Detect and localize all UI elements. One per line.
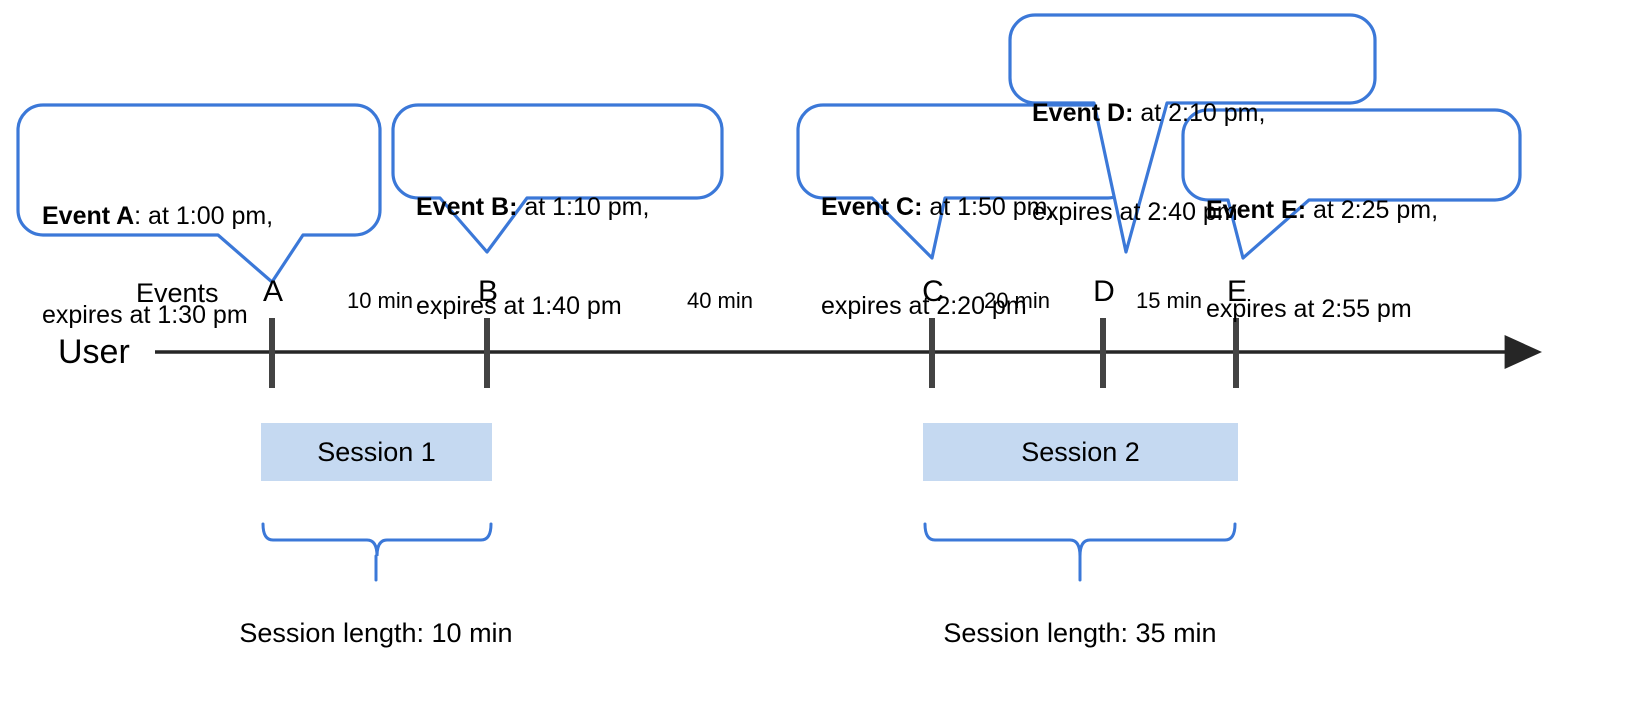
session-label-1: Session 1 xyxy=(317,437,436,467)
callout-a-bold: Event A xyxy=(42,202,135,230)
callout-d-line2: expires at 2:40 pm xyxy=(1032,198,1238,226)
callout-event-e[interactable] xyxy=(1181,108,1522,260)
session-length-1: Session length: 10 min xyxy=(239,618,513,648)
callout-d-line1: at 2:10 pm, xyxy=(1133,99,1266,127)
callout-b-shape xyxy=(391,103,724,254)
session-length-2: Session length: 35 min xyxy=(943,618,1217,648)
tick-label-d: D xyxy=(1093,275,1115,308)
callout-e-bold: Event E: xyxy=(1206,196,1307,224)
callout-e-line1: at 2:25 pm, xyxy=(1306,196,1439,224)
callout-a-line1: at 1:00 pm, xyxy=(141,202,274,230)
tick-label-b: B xyxy=(477,275,498,308)
callout-b-line2: expires at 1:40 pm xyxy=(416,292,622,320)
brace-session-1 xyxy=(261,522,493,557)
brace-session-2 xyxy=(923,522,1237,557)
callout-d-shape xyxy=(1008,13,1377,254)
callout-a-sep: : xyxy=(134,202,142,230)
callout-a-text: Event A: at 1:00 pm, expires at 1:30 pm xyxy=(42,134,273,398)
callout-e-line2: expires at 2:55 pm xyxy=(1206,295,1412,323)
callout-b-bold: Event B: xyxy=(416,193,518,221)
gap-label-a-b: 10 min xyxy=(346,288,414,313)
callout-c-bold: Event C: xyxy=(821,193,923,221)
lane-label-user: User xyxy=(58,333,130,371)
callout-d-text: Event D: at 2:10 pm, expires at 2:40 pm xyxy=(1032,31,1265,295)
callout-c-line2: expires at 2:20 pm xyxy=(821,292,1027,320)
callout-b-line1: at 1:10 pm, xyxy=(517,193,650,221)
gap-label-c-d: 20 min xyxy=(983,288,1051,313)
callout-a-shape xyxy=(16,103,382,284)
callout-event-b[interactable] xyxy=(391,103,724,254)
events-row-label: Events xyxy=(136,278,219,308)
callout-a-line2: expires at 1:30 pm xyxy=(42,301,248,329)
gap-label-d-e: 15 min xyxy=(1135,288,1203,313)
gap-label-b-c: 40 min xyxy=(686,288,754,313)
tick-label-e: E xyxy=(1226,275,1247,308)
callout-e-text: Event E: at 2:25 pm, expires at 2:55 pm xyxy=(1206,128,1438,392)
callout-e-shape xyxy=(1181,108,1522,260)
callout-c-text: Event C: at 1:50 pm, expires at 2:20 pm xyxy=(821,125,1054,389)
callout-event-d[interactable] xyxy=(1008,13,1377,254)
callout-event-a[interactable] xyxy=(16,103,382,284)
session-label-2: Session 2 xyxy=(1021,437,1140,467)
callout-b-text: Event B: at 1:10 pm, expires at 1:40 pm xyxy=(416,125,649,389)
session-bar-1[interactable] xyxy=(261,423,492,481)
callout-d-bold: Event D: xyxy=(1032,99,1134,127)
callout-c-line1: at 1:50 pm, xyxy=(922,193,1055,221)
tick-label-a: A xyxy=(262,275,283,308)
tick-label-c: C xyxy=(922,275,944,308)
session-bar-2[interactable] xyxy=(923,423,1238,481)
